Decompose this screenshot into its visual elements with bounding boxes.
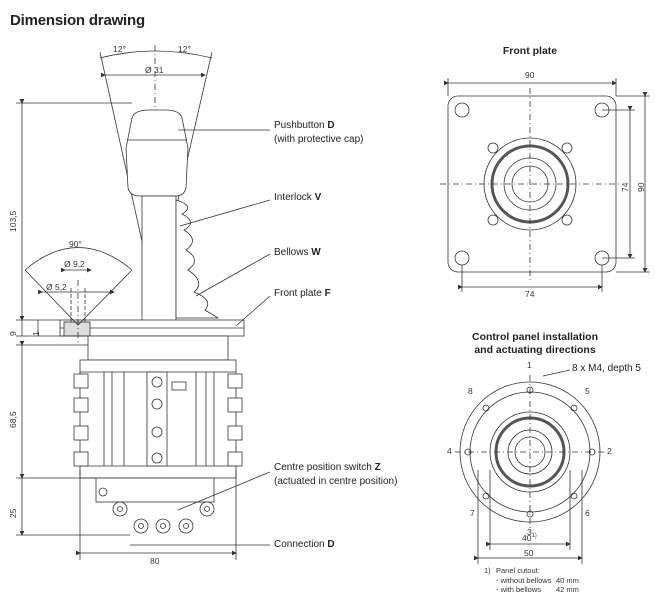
direction-4: 4 [447, 446, 452, 456]
front-plate-title: Front plate [502, 45, 558, 57]
note-row1-label: - without bellows [496, 575, 552, 585]
callout-interlock: Interlock V [274, 191, 321, 205]
panel-dim-outer: 50 [524, 548, 534, 558]
callout-front-plate: Front plate F [274, 287, 331, 301]
control-panel-title: Control panel installation and actuating… [455, 331, 615, 357]
callout-pushbutton-letter: D [327, 120, 335, 131]
direction-6: 6 [585, 508, 590, 518]
note-title: Panel cutout: [496, 566, 540, 575]
control-panel-title-line1: Control panel installation [471, 331, 598, 343]
callout-interlock-text: Interlock [274, 192, 315, 203]
front-plate-dim-top: 90 [525, 70, 535, 80]
width-80-label: 80 [150, 556, 160, 566]
callout-pushbutton-text: Pushbutton [274, 120, 328, 131]
callout-connection-letter: D [327, 539, 335, 550]
front-plate-view [440, 78, 650, 292]
direction-7: 7 [470, 508, 475, 518]
diameter-52-label: Ø 5,2 [46, 282, 67, 292]
callout-bellows: Bellows W [274, 246, 321, 260]
control-panel-title-line2: and actuating directions [474, 344, 596, 356]
thread-label: 8 x M4, depth 5 [572, 363, 641, 374]
height-1-label: 1 [31, 331, 41, 336]
angle-90-label: 90° [69, 239, 82, 249]
callout-connection-text: Connection [274, 539, 328, 550]
panel-dim-inner: 401) [522, 533, 537, 543]
callout-centre-switch-text: Centre position switch [274, 462, 375, 473]
callout-interlock-letter: V [314, 192, 322, 203]
panel-dim-inner-value: 40 [522, 533, 532, 543]
height-9-label: 9 [8, 331, 18, 336]
direction-1: 1 [527, 360, 532, 370]
direction-5: 5 [585, 386, 590, 396]
control-panel-view [455, 369, 605, 564]
callout-centre-switch-sub: (actuated in centre position) [274, 476, 398, 487]
height-25-label: 25 [8, 508, 18, 518]
panel-dim-inner-note: 1) [531, 533, 537, 540]
side-view [16, 45, 271, 560]
callout-centre-switch-letter: Z [374, 462, 381, 473]
callout-connection: Connection D [274, 538, 335, 552]
front-plate-dim-bottom: 74 [525, 289, 535, 299]
callout-centre-switch: Centre position switch Z (actuated in ce… [274, 461, 397, 489]
callout-bellows-text: Bellows [274, 247, 312, 258]
callout-front-plate-letter: F [324, 288, 331, 299]
panel-cutout-note: 1) Panel cutout: - without bellows 40 mm -… [484, 566, 579, 595]
note-row1-value: 40 mm [556, 575, 579, 585]
front-plate-dim-right-inner: 74 [620, 182, 630, 192]
callout-pushbutton-sub: (with protective cap) [274, 134, 364, 145]
diameter-92-label: Ø 9,2 [64, 259, 85, 269]
callout-front-plate-text: Front plate [274, 288, 325, 299]
direction-2: 2 [607, 446, 612, 456]
direction-8: 8 [468, 386, 473, 396]
angle-left-label: 12° [113, 44, 126, 54]
note-row2-value: 42 mm [556, 585, 579, 594]
height-685-label: 68,5 [8, 411, 18, 428]
angle-right-label: 12° [178, 44, 191, 54]
page-title: Dimension drawing [10, 12, 145, 29]
note-row2-label: - with bellows [496, 585, 542, 594]
note-marker: 1) [484, 566, 491, 575]
height-1035-label: 103,5 [8, 210, 18, 232]
callout-pushbutton: Pushbutton D (with protective cap) [274, 119, 363, 147]
diameter-top-label: Ø 31 [145, 65, 164, 75]
front-plate-dim-right-outer: 90 [636, 182, 646, 192]
direction-3: 3 [527, 527, 532, 537]
callout-bellows-letter: W [311, 247, 321, 258]
